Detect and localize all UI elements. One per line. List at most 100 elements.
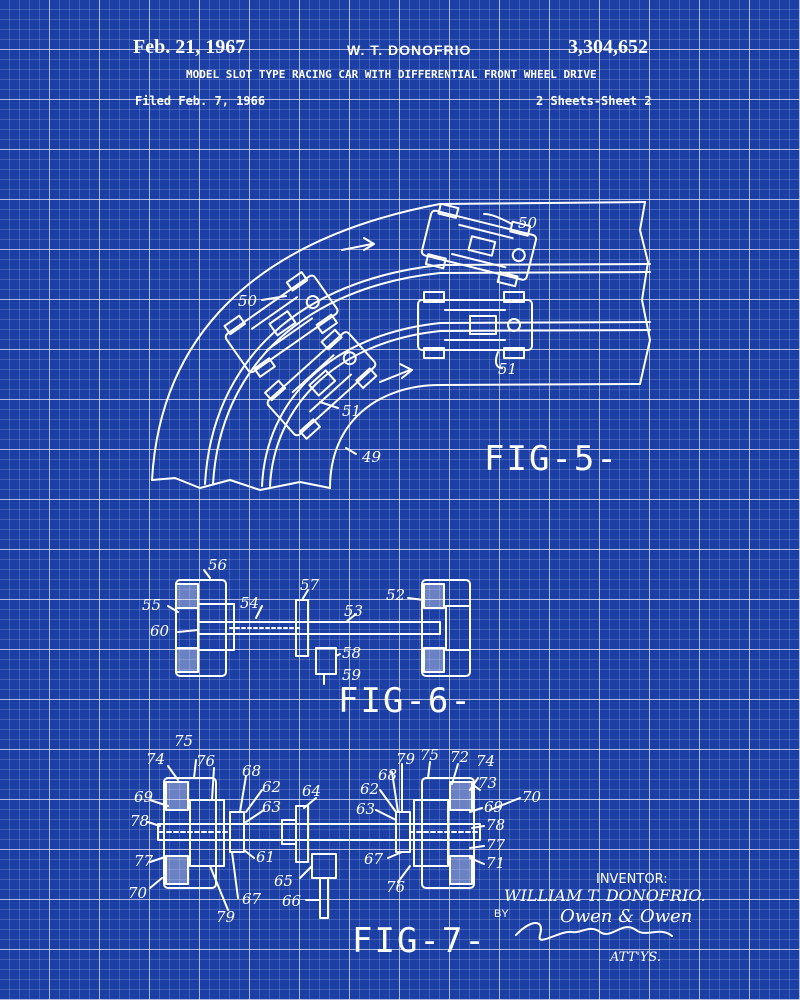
leader-line bbox=[231, 851, 239, 899]
left-wheel bbox=[175, 579, 227, 677]
ref-78-right: 78 bbox=[486, 816, 505, 834]
slot-rail-2b bbox=[269, 329, 651, 487]
ref-58: 58 bbox=[342, 644, 361, 662]
car-51-right bbox=[417, 291, 533, 359]
slot-rail-1a bbox=[204, 263, 651, 485]
leader-line bbox=[149, 855, 169, 863]
leader-line bbox=[243, 849, 255, 859]
ref-63-right: 63 bbox=[356, 800, 375, 818]
car-50-upper bbox=[420, 202, 538, 288]
car-51-left bbox=[264, 328, 378, 440]
patent-number: 3,304,652 bbox=[568, 36, 648, 58]
leader-line bbox=[149, 799, 169, 807]
car-50-left bbox=[223, 271, 339, 378]
ref-52: 52 bbox=[386, 586, 405, 604]
arrowhead-icon bbox=[363, 237, 375, 251]
pinion-gear bbox=[315, 647, 337, 675]
ref-75-left: 75 bbox=[174, 732, 193, 750]
hatch-block bbox=[449, 781, 473, 811]
ref-70-right: 70 bbox=[522, 788, 542, 806]
hatch-block bbox=[175, 583, 199, 609]
inventor-full-name: WILLIAM T. DONOFRIO. bbox=[504, 886, 706, 905]
ref-55: 55 bbox=[142, 596, 161, 614]
hatch-block bbox=[165, 781, 189, 811]
ref-66: 66 bbox=[282, 892, 302, 910]
inventor-label: INVENTOR: bbox=[596, 872, 668, 887]
motor-shaft bbox=[319, 877, 329, 919]
track-outer-edge bbox=[151, 201, 646, 481]
leader-line bbox=[451, 763, 459, 785]
ref-54: 54 bbox=[240, 594, 259, 612]
leader-line bbox=[427, 761, 431, 779]
inventor-header: W. T. DONOFRIO bbox=[347, 42, 472, 58]
ref-59: 59 bbox=[342, 666, 362, 684]
leader-line bbox=[193, 759, 197, 779]
hatch-block bbox=[423, 583, 445, 609]
ref-77-left: 77 bbox=[134, 852, 154, 870]
leader-line bbox=[469, 857, 485, 865]
fig5-label: FIG-5- bbox=[484, 439, 619, 479]
ref-71-right: 71 bbox=[486, 854, 505, 872]
ref-69-left: 69 bbox=[134, 788, 154, 806]
leader-line bbox=[167, 605, 179, 613]
ref-75-right: 75 bbox=[420, 746, 439, 764]
leader-line bbox=[483, 213, 513, 225]
ref-61-left: 61 bbox=[256, 848, 275, 866]
leader-line bbox=[469, 777, 479, 791]
leader-line bbox=[379, 789, 397, 813]
leader-line bbox=[245, 809, 265, 823]
leader-line bbox=[255, 605, 263, 619]
track-torn-edge-right bbox=[639, 201, 651, 385]
ref-72-right: 72 bbox=[450, 748, 469, 766]
wheel-hub bbox=[197, 603, 235, 651]
ref-50-upper: 50 bbox=[518, 214, 538, 232]
ref-51-left: 51 bbox=[342, 402, 361, 420]
leader-line bbox=[469, 845, 485, 849]
fig6-drawing: 56 55 60 54 57 53 52 58 59 FIG-6- bbox=[142, 556, 473, 721]
hatch-block bbox=[449, 855, 473, 885]
direction-arrow-icon bbox=[379, 369, 411, 383]
leader-line bbox=[167, 765, 179, 781]
ref-76-left: 76 bbox=[196, 752, 216, 770]
ref-60: 60 bbox=[150, 622, 170, 640]
leader-line bbox=[387, 851, 403, 859]
ref-57: 57 bbox=[300, 576, 320, 594]
hatch-block bbox=[175, 647, 199, 673]
ref-74-right: 74 bbox=[476, 752, 495, 770]
leader-line bbox=[345, 613, 357, 623]
ref-78-left: 78 bbox=[130, 812, 149, 830]
wheel-hub bbox=[445, 605, 471, 651]
ref-68-left: 68 bbox=[242, 762, 261, 780]
ref-62-right: 62 bbox=[360, 780, 379, 798]
ref-67-right: 67 bbox=[364, 850, 384, 868]
filed-date: Filed Feb. 7, 1966 bbox=[135, 94, 266, 108]
leader-line bbox=[335, 653, 341, 657]
leader-line bbox=[211, 767, 215, 801]
ref-53: 53 bbox=[344, 602, 363, 620]
ref-49: 49 bbox=[361, 448, 382, 466]
hatch-block bbox=[165, 855, 189, 885]
leader-line bbox=[391, 771, 399, 813]
leader-line bbox=[407, 597, 425, 601]
patent-date: Feb. 21, 1967 bbox=[133, 36, 246, 58]
track-torn-edge-bottom bbox=[151, 477, 331, 491]
patent-title: MODEL SLOT TYPE RACING CAR WITH DIFFEREN… bbox=[186, 68, 597, 81]
gear-hub bbox=[281, 819, 297, 845]
ref-76-right: 76 bbox=[386, 878, 406, 896]
ref-65: 65 bbox=[274, 872, 293, 890]
ref-50-left: 50 bbox=[238, 292, 258, 310]
ref-69-right: 69 bbox=[484, 798, 504, 816]
ref-67-left: 67 bbox=[242, 890, 262, 908]
track-inner-edge bbox=[329, 383, 641, 489]
collar-right bbox=[395, 811, 411, 853]
ref-64: 64 bbox=[302, 782, 321, 800]
slot-rail-2a bbox=[261, 321, 651, 487]
fig6-label: FIG-6- bbox=[338, 681, 473, 721]
hatch-block bbox=[423, 647, 445, 673]
sheet-count: 2 Sheets-Sheet 2 bbox=[536, 94, 652, 108]
fig7-label: FIG-7- bbox=[352, 921, 487, 961]
leader-line bbox=[239, 775, 247, 813]
leader-line bbox=[147, 821, 161, 827]
leader-line bbox=[397, 865, 411, 883]
fig7-crown-gear bbox=[295, 805, 309, 863]
